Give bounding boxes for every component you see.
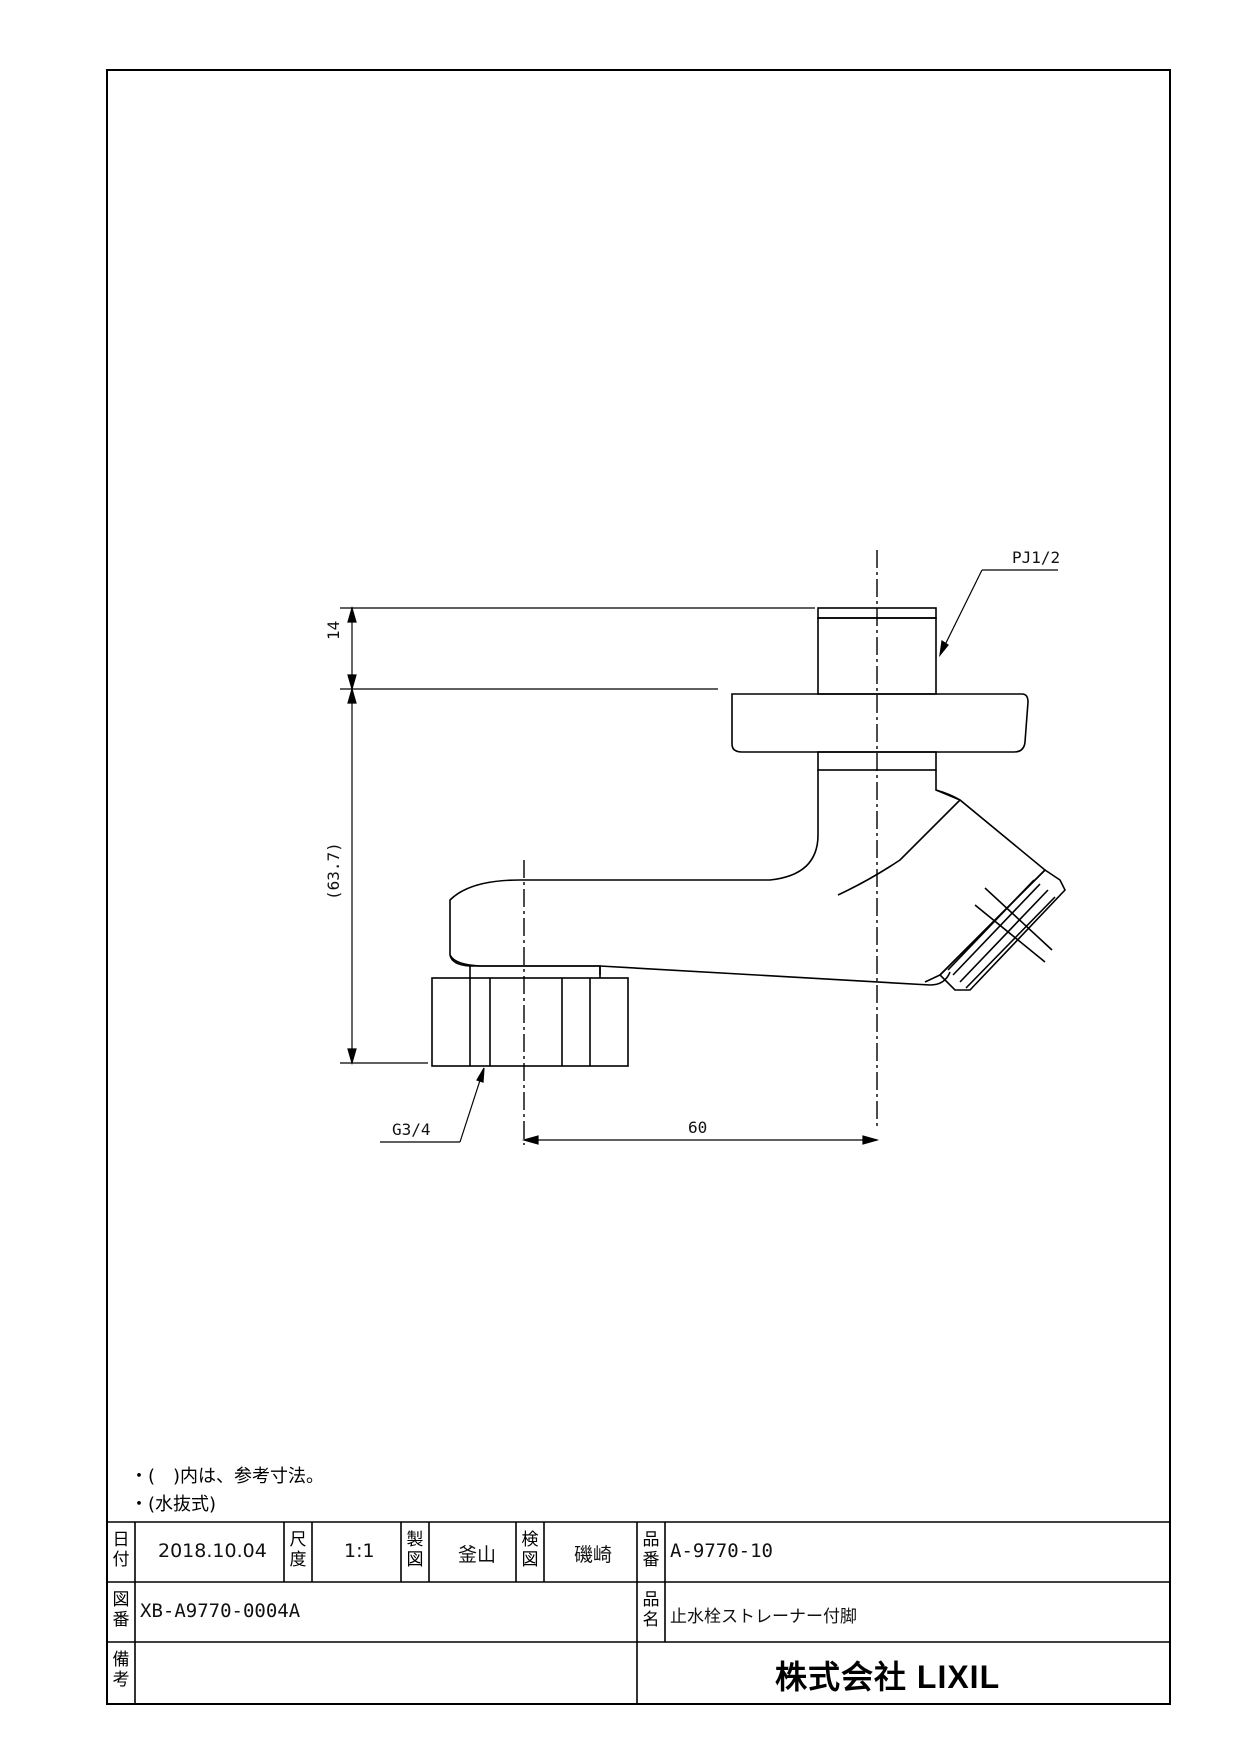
spout-outer [449,770,951,986]
checked-label: 検図 [521,1530,539,1570]
faucet-drawing [431,607,1066,1067]
flange [731,693,1029,753]
scale-label: 尺度 [289,1530,307,1570]
part-name-label: 品名 [642,1590,660,1630]
date-label: 日付 [112,1530,130,1570]
dim-637-label: (63.7) [324,842,343,900]
drawing-no-value: XB-A9770-0004A [140,1600,301,1622]
drawn-label: 製図 [406,1530,424,1570]
pj-thread-label: PJ1/2 [1012,548,1061,567]
title-block-grid [107,1521,1170,1704]
part-no-label: 品番 [642,1530,660,1570]
scale-value: 1:1 [344,1540,375,1562]
center-lines [523,550,878,1145]
remarks-label: 備考 [112,1650,130,1690]
checked-by-value: 磯崎 [574,1544,613,1566]
company-logo: 株式会社 LIXIL [775,1659,1001,1695]
dim-14-label: 14 [324,620,343,640]
g-thread-label: G3/4 [392,1120,431,1139]
note-reference-dimensions: ・( )内は、参考寸法。 [130,1466,325,1487]
date-value: 2018.10.04 [158,1540,267,1562]
strainer-housing [924,789,1047,983]
strainer-cap [938,868,1066,991]
dim-60-label: 60 [688,1118,708,1137]
drawing-frame [106,69,1171,1705]
part-name-value: 止水栓ストレーナー付脚 [670,1607,857,1627]
hex-nut [431,977,629,1067]
drawn-by-value: 釜山 [458,1544,497,1566]
note-drain-type: ・(水抜式) [130,1494,217,1515]
part-no-value: A-9770-10 [670,1540,773,1562]
dimension-lines [340,569,1058,1145]
drawing-no-label: 図番 [112,1590,130,1630]
